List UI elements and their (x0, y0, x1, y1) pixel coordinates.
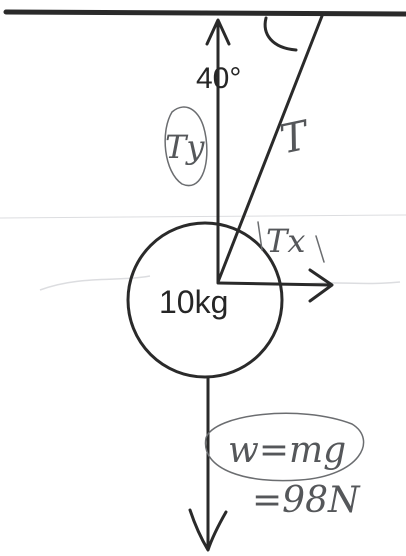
weight-value: =98N (252, 480, 361, 521)
tension-y-label: Ty (165, 128, 205, 166)
ty-circle-mark (164, 106, 208, 187)
weight-label: w=mg (228, 430, 346, 471)
paper-rule-line (0, 214, 406, 219)
tension-string (216, 14, 324, 284)
tx-arrow-shaft (216, 281, 332, 287)
ty-arrowhead (205, 18, 231, 46)
paper-smudge (39, 275, 151, 291)
tx-arrowhead (308, 268, 334, 303)
tension-x-label: Tx (266, 222, 305, 260)
weight-arrowhead (188, 508, 228, 552)
ceiling-line (3, 9, 406, 17)
angle-label: 40° (196, 62, 241, 95)
tension-label: T (276, 112, 315, 163)
weight-circle-mark (204, 412, 365, 482)
tx-bracket-mark (315, 235, 325, 263)
mass-label: 10kg (159, 284, 228, 320)
mass-circle (126, 221, 284, 379)
angle-arc (263, 16, 298, 52)
tx-bracket-mark (257, 221, 263, 251)
